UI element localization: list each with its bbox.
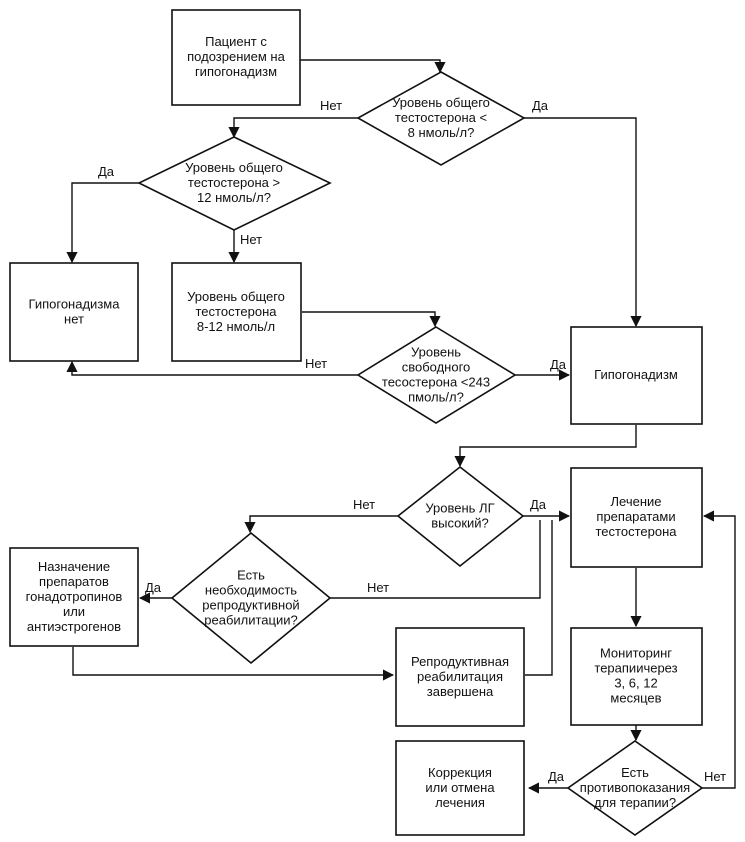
label-no-free-t: Нет [305,356,327,371]
edge-free-t-no [66,360,358,376]
edge-reproductive-need-no [330,520,541,599]
edge-contraindications-no [702,510,736,789]
label-no-reproductive-need: Нет [367,580,389,595]
edge-total-t-gt12-yes [66,182,139,264]
label-no-total-t-gt12: Нет [240,232,262,247]
label-yes-lh: Да [530,497,547,512]
edge-gonadotropins-to-reproductive-done [72,647,395,681]
edge-total-t-lt8-yes [524,117,642,328]
edge-total-t-lt8-no [228,117,358,139]
label-yes-free-t: Да [550,357,567,372]
edge-total-t-8-12-to-free-t [302,311,441,328]
edge-hypogonadism-to-lh [454,425,637,468]
label-yes-total-t-lt8: Да [532,98,549,113]
edge-lh-no [244,515,398,534]
label-no-lh: Нет [353,497,375,512]
label-no-contraindications: Нет [704,769,726,784]
edges [66,59,736,794]
node-hypogonadism: Гипогонадизм [570,326,703,425]
node-hypogonadism-text: Гипогонадизм [594,367,678,382]
edge-labels: Нет Да Да Нет Нет Да Нет Да Нет Да Да Не… [98,98,726,784]
label-yes-reproductive-need: Да [145,580,162,595]
label-no-total-t-lt8: Нет [320,98,342,113]
edge-patient-to-total-t-lt8 [300,59,446,74]
label-yes-total-t-gt12: Да [98,164,115,179]
label-yes-contraindications: Да [548,769,565,784]
edge-reproductive-done-back [525,520,553,676]
